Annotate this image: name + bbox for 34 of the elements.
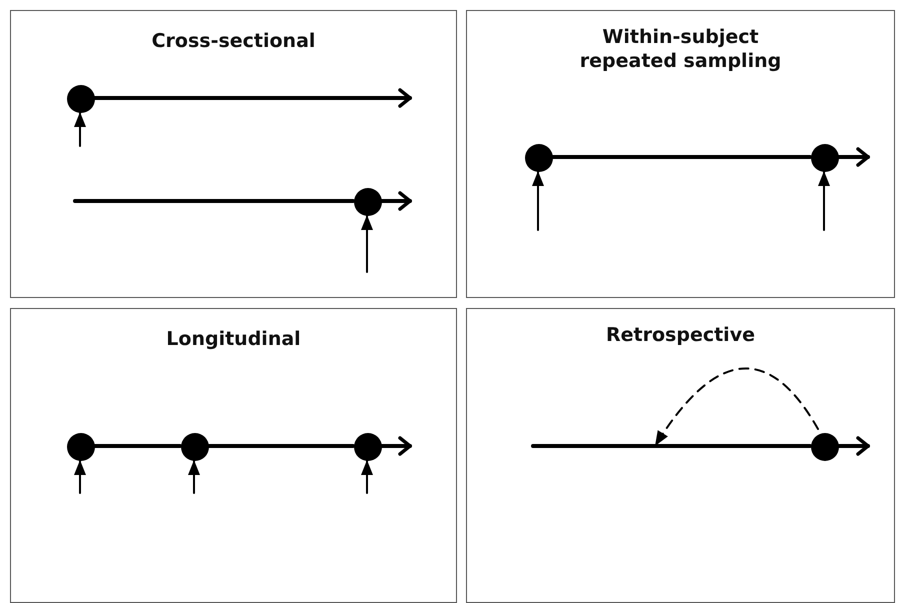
timeline-segment [550,155,812,159]
pointer-arrow [361,459,373,494]
time-point-dot [354,433,382,461]
pointer-arrow [532,170,544,231]
panel-frame [10,10,457,298]
pointer-arrow [361,214,373,273]
timeline-arrow [836,147,870,167]
time-point-dot [67,85,95,113]
panel-title: Cross-sectional [152,29,316,53]
time-point-dot [525,144,553,172]
timeline-arrow [836,436,870,456]
time-point-dot [354,188,382,216]
time-point-dot [811,433,839,461]
timeline-arrow [379,191,412,211]
pointer-arrow [188,459,200,494]
panel-frame [466,10,895,298]
panel-title: Within-subject repeated sampling [578,25,782,73]
timeline-segment [92,444,182,448]
pointer-arrow [74,459,86,494]
timeline-segment [206,444,355,448]
timeline-arrow [379,436,412,456]
dashed-arc-arrow [654,368,819,447]
timeline-arrow [92,88,412,108]
panel-title: Retrospective [606,323,755,347]
pointer-arrow [818,170,830,231]
time-point-dot [67,433,95,461]
panel-title: Longitudinal [166,327,301,351]
timeline-segment [73,199,355,203]
time-point-dot [811,144,839,172]
panel-frame [10,308,457,603]
pointer-arrow [74,111,86,147]
time-point-dot [181,433,209,461]
timeline-segment [531,444,812,448]
panel-frame [466,308,895,603]
